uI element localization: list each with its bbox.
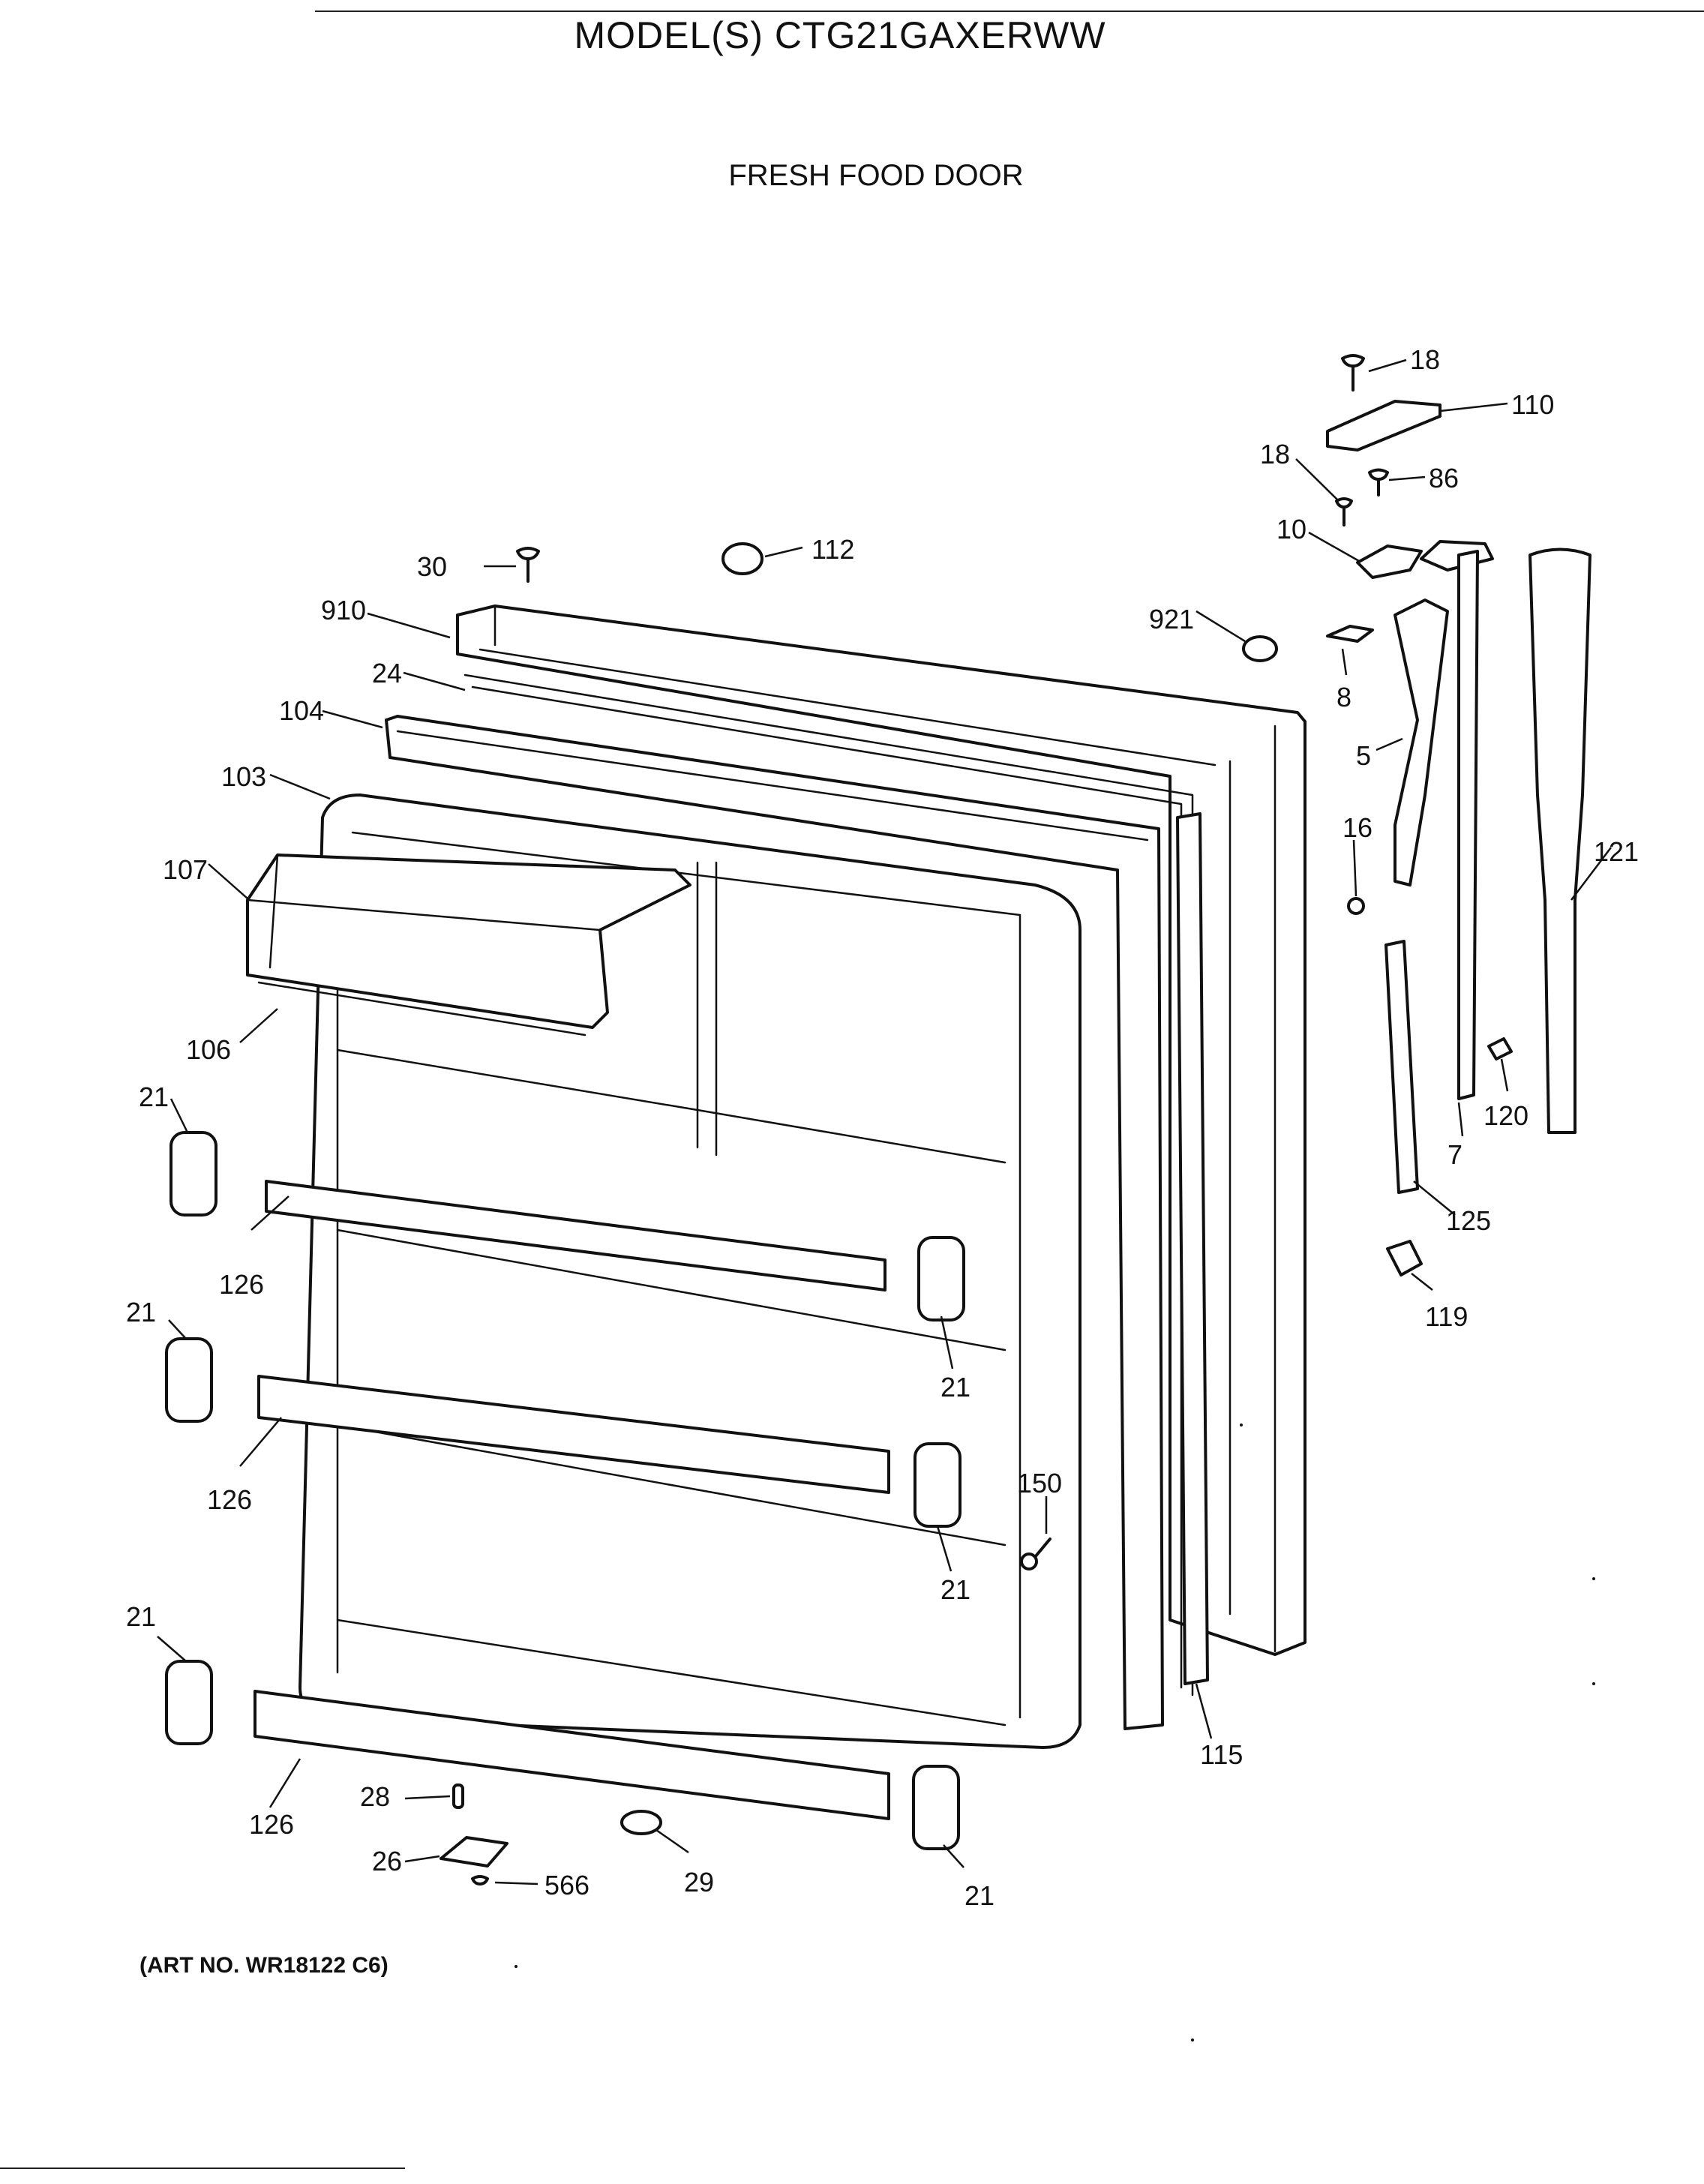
callout-7: 7 <box>1448 1139 1462 1170</box>
screw-18-top <box>1341 354 1365 392</box>
end-cap-left-lower <box>165 1660 213 1745</box>
callout-112: 112 <box>812 534 854 565</box>
bottom-rule <box>0 2168 405 2169</box>
callout-18: 18 <box>1260 439 1290 470</box>
callout-126: 126 <box>219 1269 264 1300</box>
diagram-subtitle: FRESH FOOD DOOR <box>728 159 1024 192</box>
callout-921: 921 <box>1149 604 1194 634</box>
screw-150 <box>1020 1538 1052 1570</box>
end-cap-right-middle <box>914 1442 962 1528</box>
callout-21: 21 <box>126 1601 156 1632</box>
callout-106: 106 <box>186 1034 231 1065</box>
screw-566 <box>471 1875 489 1886</box>
callout-21: 21 <box>126 1297 156 1328</box>
callout-21: 21 <box>940 1372 970 1402</box>
callout-21: 21 <box>964 1880 994 1911</box>
screw-30 <box>516 547 540 583</box>
screw-16 <box>1347 897 1365 915</box>
hinge-pin-plate-8 <box>1326 625 1374 643</box>
callout-29: 29 <box>684 1867 714 1898</box>
callout-125: 125 <box>1446 1205 1491 1236</box>
callout-21: 21 <box>940 1574 970 1605</box>
callout-115: 115 <box>1200 1739 1243 1770</box>
screw-120 <box>1487 1037 1513 1060</box>
top-rule <box>315 10 1704 12</box>
leader-lines <box>157 358 1612 1886</box>
handle-trim-7 <box>1457 550 1479 1100</box>
breaker-strip <box>385 715 1164 1730</box>
trim-strip-125 <box>1384 940 1419 1194</box>
dairy-compartment-door <box>246 854 692 1036</box>
callout-120: 120 <box>1484 1100 1528 1131</box>
callout-26: 26 <box>372 1846 402 1876</box>
callout-121: 121 <box>1594 836 1639 867</box>
handle-5 <box>1394 598 1449 886</box>
callout-5: 5 <box>1356 740 1371 771</box>
hinge-top <box>1420 540 1494 572</box>
callout-566: 566 <box>544 1870 590 1900</box>
shelf-bar-middle <box>257 1375 890 1494</box>
hinge-cover <box>1326 400 1442 452</box>
outer-door-panel <box>456 604 1306 1656</box>
callout-126: 126 <box>207 1484 252 1515</box>
hinge-bracket-10 <box>1356 544 1423 579</box>
callout-107: 107 <box>163 854 208 885</box>
plate-26 <box>440 1836 508 1868</box>
art-number: (ART NO. WR18122 C6) <box>140 1953 388 1978</box>
end-cap-right-lower <box>912 1765 960 1850</box>
callout-910: 910 <box>321 595 366 626</box>
callout-8: 8 <box>1336 682 1352 712</box>
page-title: MODEL(S) CTG21GAXERWW <box>574 14 1106 56</box>
end-cap-left-middle <box>165 1337 213 1423</box>
callout-103: 103 <box>221 761 266 792</box>
inner-door-liner <box>298 794 1082 1749</box>
cap-29 <box>620 1810 662 1835</box>
callout-126: 126 <box>249 1809 294 1840</box>
cap-921 <box>1242 635 1278 662</box>
callout-30: 30 <box>417 551 447 582</box>
callout-21: 21 <box>139 1082 169 1112</box>
seal-strip <box>1176 812 1209 1685</box>
screw-86 <box>1368 468 1389 496</box>
bumper-28 <box>452 1784 464 1809</box>
callout-110: 110 <box>1511 389 1554 420</box>
callout-28: 28 <box>360 1781 390 1812</box>
shelf-bar-lower <box>254 1690 890 1820</box>
callout-119: 119 <box>1425 1301 1468 1332</box>
callout-16: 16 <box>1342 812 1372 843</box>
handle-121 <box>1528 548 1592 1134</box>
screw-18-mid <box>1335 497 1353 526</box>
end-cap-right-upper <box>917 1236 965 1322</box>
scan-specks <box>514 1424 1595 2042</box>
callout-104: 104 <box>279 695 324 726</box>
callout-10: 10 <box>1276 514 1306 544</box>
callout-18: 18 <box>1410 344 1440 375</box>
callout-150: 150 <box>1017 1468 1062 1498</box>
end-cap-left-upper <box>170 1131 218 1216</box>
shelf-bar-upper <box>265 1180 886 1292</box>
callout-labels: 18 110 18 86 10 30 112 910 921 8 24 104 … <box>126 344 1639 1911</box>
plug-112 <box>722 542 764 575</box>
callout-86: 86 <box>1429 463 1459 494</box>
callout-24: 24 <box>372 658 402 688</box>
clip-119 <box>1386 1240 1423 1276</box>
